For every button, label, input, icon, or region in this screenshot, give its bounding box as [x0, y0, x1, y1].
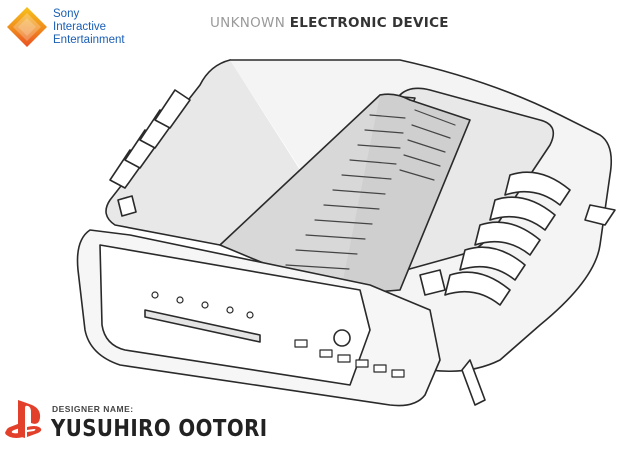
console-device-drawing [76, 59, 616, 407]
title-light: UNKNOWN [210, 15, 286, 31]
designer-name: YUSUHIRO OOTORI [51, 416, 268, 442]
page-title: UNKNOWN ELECTRONIC DEVICE [210, 15, 449, 31]
playstation-logo-icon [5, 400, 42, 438]
title-bold: ELECTRONIC DEVICE [289, 15, 449, 31]
company-name: Sony Interactive Entertainment [53, 8, 125, 47]
company-line: Interactive [53, 21, 107, 33]
company-line: Entertainment [53, 34, 125, 46]
company-line: Sony [53, 8, 80, 20]
sie-logo-icon [7, 7, 47, 47]
designer-label: DESIGNER NAME: [52, 404, 134, 414]
